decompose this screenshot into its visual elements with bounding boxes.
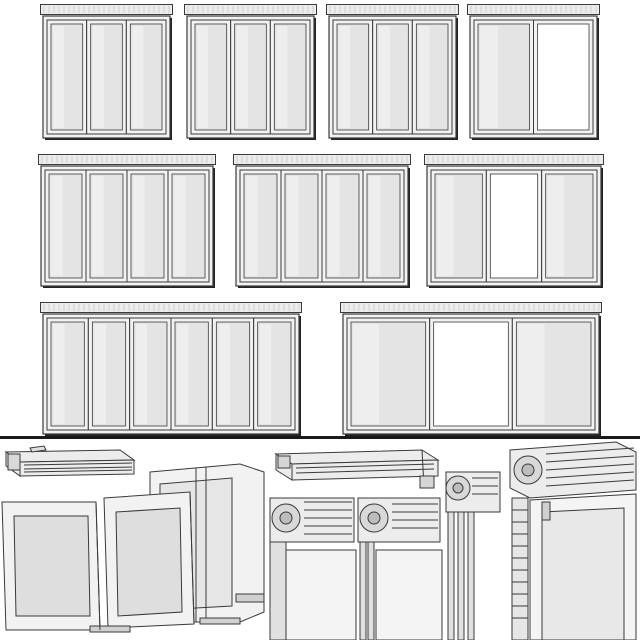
door-unit-three-panel: [326, 4, 459, 140]
roller-cassette: [467, 4, 600, 15]
sliding-door-icon: [38, 154, 216, 288]
shutter-profile-cutaway: [264, 470, 504, 640]
door-unit-three-panel: [184, 4, 317, 140]
track-profile-icon: [274, 449, 440, 489]
opening: [433, 321, 509, 427]
opening: [537, 23, 590, 131]
roller-cassette: [340, 302, 602, 313]
sliding-door-icon: [424, 154, 604, 288]
roller-cassette: [40, 4, 173, 15]
sliding-panel-assembly-icon: [1, 463, 265, 633]
door-unit-two-panel-open: [467, 4, 600, 140]
door-unit-four-panel: [233, 154, 411, 288]
shutter-box-frame-icon: [509, 441, 637, 640]
sliding-panels-perspective: [0, 462, 270, 640]
sliding-door-icon: [40, 302, 302, 436]
door-unit-three-panel-open: [424, 154, 604, 288]
door-unit-six-panel: [40, 302, 302, 436]
roller-cassette: [40, 302, 302, 313]
sliding-door-icon: [233, 154, 411, 288]
shutter-on-frame: [506, 440, 640, 640]
roller-shutter-cassette-icon: [4, 445, 136, 477]
top-track-section: [272, 446, 442, 494]
door-unit-three-panel: [40, 4, 173, 140]
opening: [489, 173, 539, 279]
section-divider: [0, 436, 640, 439]
roller-cassette: [184, 4, 317, 15]
sliding-door-icon: [40, 4, 173, 140]
roller-cassette: [326, 4, 459, 15]
sliding-door-icon: [184, 4, 317, 140]
cassette-section-closeup: [0, 440, 140, 490]
sliding-door-icon: [326, 4, 459, 140]
roller-cassette: [424, 154, 604, 165]
sliding-door-icon: [467, 4, 600, 140]
door-unit-four-panel: [38, 154, 216, 288]
roller-shutter-cutaway-icon: [269, 471, 501, 640]
sliding-door-icon: [340, 302, 602, 436]
door-unit-wide-open: [340, 302, 602, 436]
